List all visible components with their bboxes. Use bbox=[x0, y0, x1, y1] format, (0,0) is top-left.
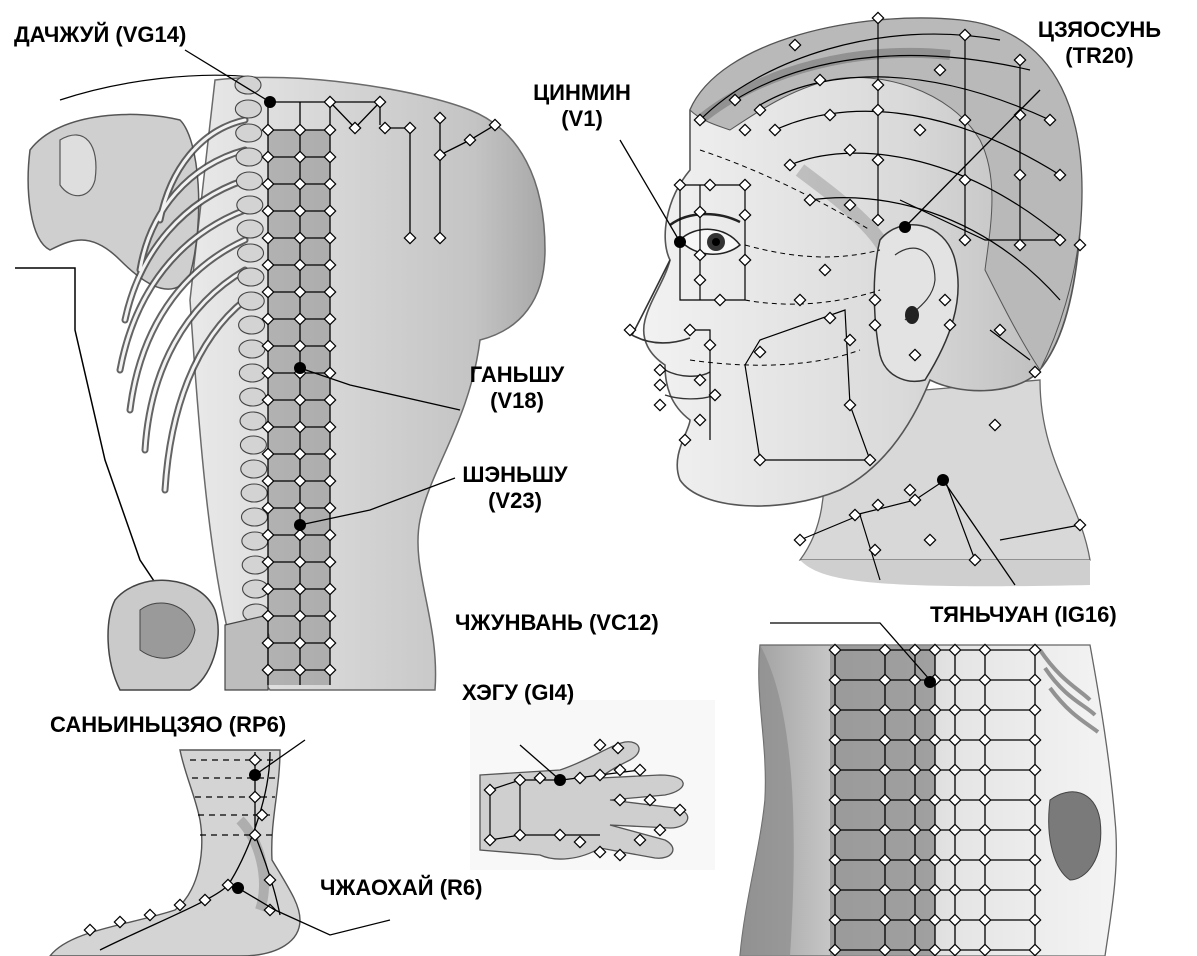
label-zhongwan: ЧЖУНВАНЬ (VC12) bbox=[455, 610, 659, 636]
label-jiaosun: ЦЗЯОСУНЬ (TR20) bbox=[1012, 17, 1187, 69]
label-hegu: ХЭГУ (GI4) bbox=[462, 680, 574, 706]
acupoint-marker bbox=[794, 534, 805, 545]
abdomen-figure bbox=[740, 644, 1116, 956]
label-tianchuang: ТЯНЬЧУАН (IG16) bbox=[930, 602, 1117, 628]
acupoint-marker bbox=[624, 324, 635, 335]
label-dazhui: ДАЧЖУЙ (VG14) bbox=[14, 22, 186, 48]
hand-figure bbox=[470, 700, 715, 870]
label-sanyinjiao: САНЬИНЬЦЗЯО (RP6) bbox=[50, 712, 286, 738]
acupoint-marker bbox=[654, 379, 665, 390]
acupoint-marker bbox=[654, 364, 665, 375]
label-shenshu: ШЭНЬШУ (V23) bbox=[450, 462, 580, 514]
head-figure bbox=[624, 12, 1090, 586]
label-jingming: ЦИНМИН (V1) bbox=[522, 80, 642, 132]
leg-figure bbox=[50, 750, 300, 956]
label-ganshu: ГАНЬШУ (V18) bbox=[452, 362, 582, 414]
label-zhaohai: ЧЖАОХАЙ (R6) bbox=[320, 875, 482, 901]
acupoint-marker bbox=[654, 399, 665, 410]
